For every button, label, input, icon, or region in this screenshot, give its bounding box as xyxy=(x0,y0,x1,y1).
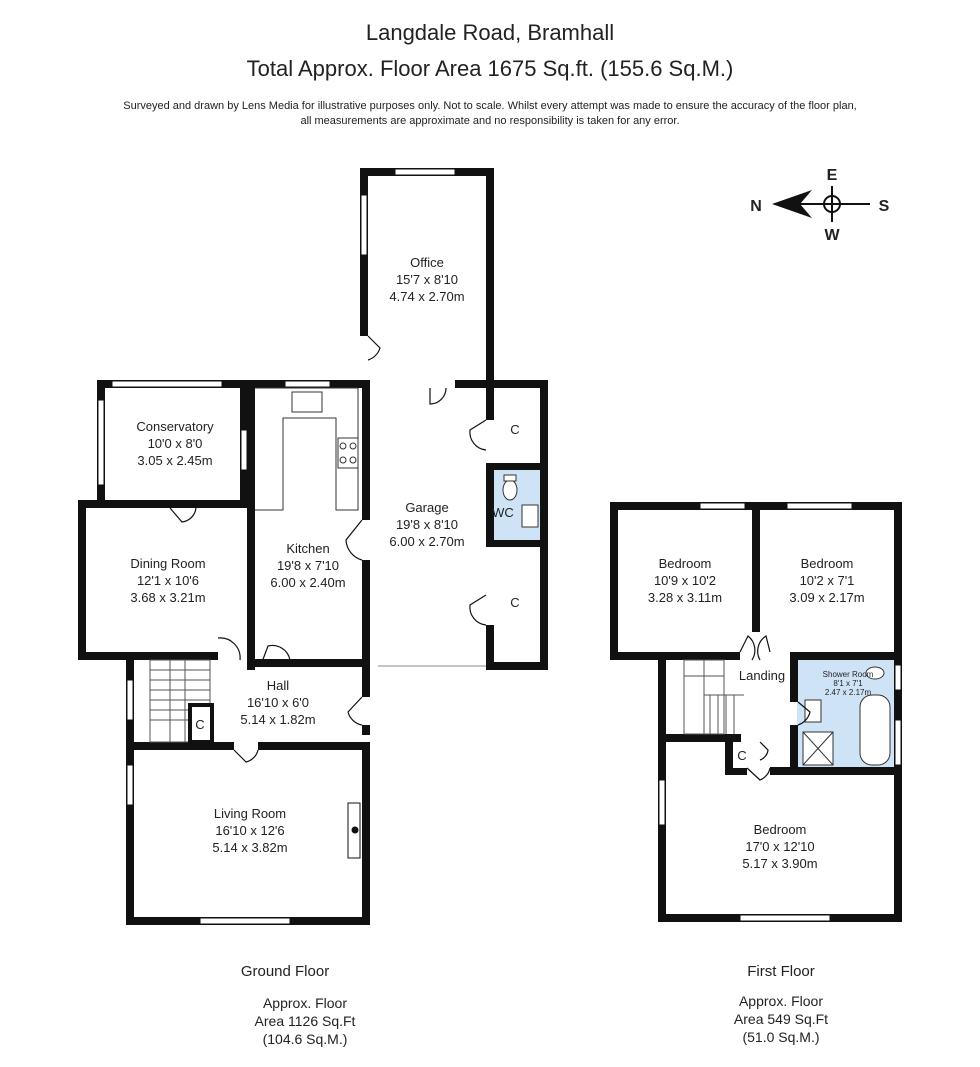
ground-floor-plan: Office 15'7 x 8'10 4.74 x 2.70m Conserva… xyxy=(78,168,548,925)
wc-name: WC xyxy=(492,505,514,520)
landing-name: Landing xyxy=(739,668,785,683)
first-floor-door-swings xyxy=(739,635,811,781)
compass-south: S xyxy=(879,198,890,215)
garage-imperial: 19'8 x 8'10 xyxy=(396,517,458,532)
cupboard-garage-2: C xyxy=(510,595,519,610)
dining-imperial: 12'1 x 10'6 xyxy=(137,573,199,588)
kitchen-name: Kitchen xyxy=(286,541,329,556)
disclaimer-line-2: all measurements are approximate and no … xyxy=(300,115,680,127)
hall-imperial: 16'10 x 6'0 xyxy=(247,695,309,710)
living-name: Living Room xyxy=(214,806,286,821)
compass-icon: N E S W xyxy=(750,167,889,244)
hall-name: Hall xyxy=(267,678,290,693)
conservatory-imperial: 10'0 x 8'0 xyxy=(148,436,203,451)
bedroom1-name: Bedroom xyxy=(659,556,712,571)
shower-name: Shower Room xyxy=(823,670,874,679)
bedroom1-imperial: 10'9 x 10'2 xyxy=(654,573,716,588)
ground-floor-area-line3: (104.6 Sq.M.) xyxy=(262,1031,348,1047)
cupboard-understairs: C xyxy=(195,717,204,732)
toilet-icon xyxy=(502,474,539,528)
ground-floor-area-line1: Approx. Floor xyxy=(262,995,348,1011)
hall-metric: 5.14 x 1.82m xyxy=(240,712,315,727)
conservatory-metric: 3.05 x 2.45m xyxy=(137,453,212,468)
kitchen-imperial: 19'8 x 7'10 xyxy=(277,558,339,573)
office-name: Office xyxy=(410,255,444,270)
office-metric: 4.74 x 2.70m xyxy=(389,289,464,304)
living-metric: 5.14 x 3.82m xyxy=(212,840,287,855)
shower-imperial: 8'1 x 7'1 xyxy=(833,679,863,688)
cupboard-landing: C xyxy=(737,748,746,763)
first-floor-staircase-icon xyxy=(683,659,744,735)
garage-name: Garage xyxy=(405,500,448,515)
kitchen-fittings xyxy=(255,387,359,511)
first-floor-caption: First Floor xyxy=(747,963,815,980)
door-swings xyxy=(169,335,487,763)
ground-floor-area-line2: Area 1126 Sq.Ft xyxy=(254,1013,356,1029)
living-imperial: 16'10 x 12'6 xyxy=(215,823,284,838)
bedroom2-imperial: 10'2 x 7'1 xyxy=(800,573,855,588)
plan-title: Langdale Road, Bramhall xyxy=(365,20,615,45)
dining-metric: 3.68 x 3.21m xyxy=(130,590,205,605)
bedroom1-metric: 3.28 x 3.11m xyxy=(648,590,722,605)
ground-floor-caption: Ground Floor xyxy=(240,963,330,980)
sink-icon xyxy=(291,391,323,413)
hob-icon xyxy=(337,437,359,469)
compass-north: N xyxy=(750,198,762,215)
compass-east: E xyxy=(827,167,838,184)
total-floor-area: Total Approx. Floor Area 1675 Sq.ft. (15… xyxy=(246,56,734,81)
bedroom3-metric: 5.17 x 3.90m xyxy=(742,856,817,871)
bedroom2-metric: 3.09 x 2.17m xyxy=(789,590,864,605)
bedroom3-imperial: 17'0 x 12'10 xyxy=(745,839,814,854)
toilet-icon-ff xyxy=(865,666,885,680)
kitchen-metric: 6.00 x 2.40m xyxy=(270,575,345,590)
first-floor-area-line2: Area 549 Sq.Ft xyxy=(733,1011,829,1027)
first-floor-area-line1: Approx. Floor xyxy=(738,993,824,1009)
shower-metric: 2.47 x 2.17m xyxy=(825,688,872,697)
compass-west: W xyxy=(824,227,840,244)
bedroom3-name: Bedroom xyxy=(754,822,807,837)
conservatory-name: Conservatory xyxy=(136,419,214,434)
first-floor-area: Approx. Floor Area 549 Sq.Ft (51.0 Sq.M.… xyxy=(706,992,856,1046)
first-floor-plan: Bedroom 10'9 x 10'2 3.28 x 3.11m Bedroom… xyxy=(610,502,902,922)
first-floor-area-line3: (51.0 Sq.M.) xyxy=(742,1029,820,1045)
garage-metric: 6.00 x 2.70m xyxy=(389,534,464,549)
cupboard-garage-1: C xyxy=(510,422,519,437)
bath-icon xyxy=(859,694,891,766)
disclaimer-line-1: Surveyed and drawn by Lens Media for ill… xyxy=(123,100,857,112)
bedroom2-name: Bedroom xyxy=(801,556,854,571)
ground-floor-area: Approx. Floor Area 1126 Sq.Ft (104.6 Sq.… xyxy=(230,994,380,1048)
dining-name: Dining Room xyxy=(130,556,205,571)
office-imperial: 15'7 x 8'10 xyxy=(396,272,458,287)
